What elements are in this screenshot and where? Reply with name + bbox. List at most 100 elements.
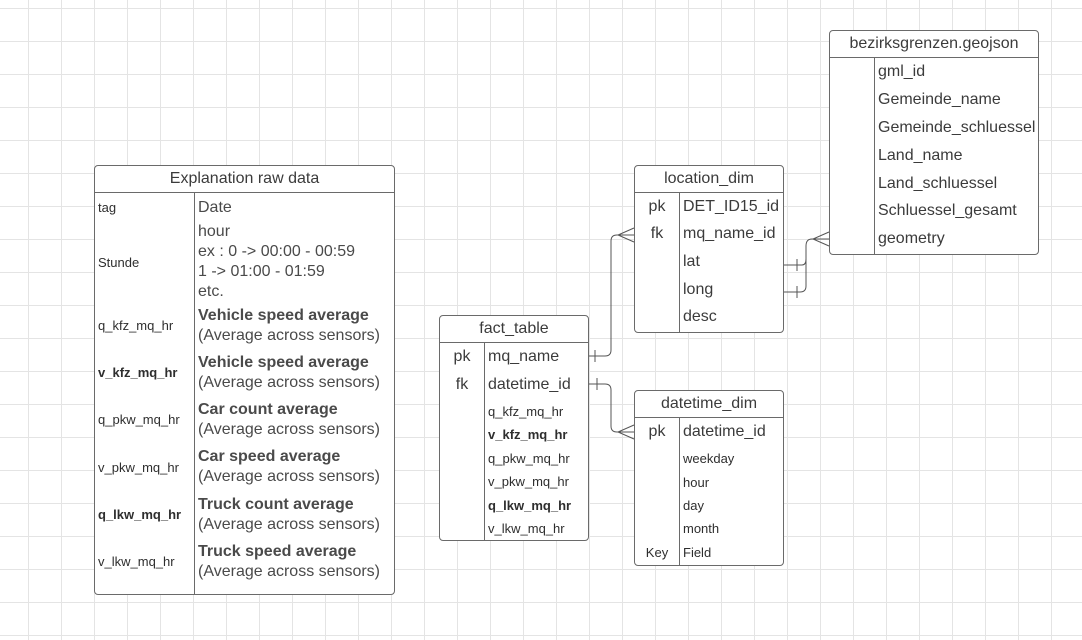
- table-row[interactable]: q_lkw_mq_hr: [440, 493, 588, 517]
- key-cell: [830, 114, 874, 142]
- key-cell: [635, 276, 679, 304]
- description-line: Car speed average: [198, 448, 341, 465]
- key-cell: pk: [453, 348, 471, 365]
- table-row[interactable]: v_pkw_mq_hr: [440, 470, 588, 493]
- key-cell: [635, 517, 679, 540]
- field-cell: DET_ID15_id: [683, 197, 780, 215]
- key-cell: [440, 470, 484, 493]
- table-row[interactable]: month: [635, 517, 783, 540]
- key-cell: [440, 423, 484, 446]
- table-row[interactable]: gml_id: [830, 58, 1038, 86]
- table-row[interactable]: pk mq_name: [440, 343, 588, 371]
- field-cell: long: [683, 280, 714, 298]
- field-cell: Gemeinde_name: [878, 90, 1001, 108]
- explanation-key: Stunde: [98, 254, 140, 270]
- key-cell: [635, 446, 679, 470]
- field-cell: q_kfz_mq_hr: [488, 403, 564, 419]
- field-cell: lat: [683, 252, 700, 270]
- table-row[interactable]: v_kfz_mq_hr: [440, 423, 588, 446]
- table-row[interactable]: weekday: [635, 446, 783, 470]
- field-cell: month: [683, 521, 720, 536]
- explanation-description: Vehicle speed average(Average across sen…: [194, 302, 394, 349]
- description-line: (Average across sensors): [198, 326, 380, 344]
- fact-key-column: [440, 343, 485, 540]
- description-line: Date: [198, 198, 232, 216]
- table-row[interactable]: Land_name: [830, 142, 1038, 170]
- bezirksgrenzen-title: bezirksgrenzen.geojson: [830, 31, 1038, 58]
- table-row[interactable]: q_kfz_mq_hr: [440, 399, 588, 423]
- field-cell: weekday: [683, 450, 735, 466]
- table-row[interactable]: lat: [635, 248, 783, 276]
- explanation-description: Truck count average(Average across senso…: [194, 491, 394, 538]
- explanation-row[interactable]: q_lkw_mq_hr Truck count average(Average a…: [95, 491, 394, 538]
- table-row[interactable]: desc: [635, 303, 783, 331]
- description-line: Car count average: [198, 400, 338, 418]
- explanation-table-title: Explanation raw data: [95, 166, 394, 193]
- description-line: etc.: [198, 283, 224, 300]
- field-cell: hour: [683, 474, 710, 490]
- location-key-column: [635, 193, 680, 332]
- bezirksgrenzen-key-column: [830, 58, 875, 254]
- table-row[interactable]: v_lkw_mq_hr: [440, 517, 588, 540]
- field-cell: Gemeinde_schluessel: [878, 118, 1036, 136]
- link-mq-name: [589, 234, 634, 357]
- explanation-description: Truck speed average(Average across senso…: [194, 538, 394, 585]
- key-cell: [830, 170, 874, 198]
- description-line: Truck speed average: [198, 542, 357, 560]
- table-row[interactable]: geometry: [830, 225, 1038, 253]
- key-cell: [635, 248, 679, 276]
- table-row[interactable]: Schluessel_gesamt: [830, 198, 1038, 226]
- link-lat: [784, 238, 829, 266]
- table-row[interactable]: long: [635, 276, 783, 304]
- table-row[interactable]: Gemeinde_name: [830, 86, 1038, 114]
- table-row[interactable]: Gemeinde_schluessel: [830, 114, 1038, 142]
- description-line: Truck count average: [198, 495, 354, 513]
- explanation-key-column: [95, 193, 195, 594]
- key-cell: [635, 470, 679, 494]
- field-cell: v_kfz_mq_hr: [488, 427, 568, 442]
- explanation-row[interactable]: v_kfz_mq_hr Vehicle speed average(Average…: [95, 349, 394, 396]
- field-cell: mq_name: [488, 348, 560, 365]
- key-cell: fk: [650, 225, 664, 243]
- table-row[interactable]: hour: [635, 470, 783, 494]
- key-cell: [830, 198, 874, 226]
- explanation-key: q_lkw_mq_hr: [98, 507, 182, 522]
- field-cell: q_lkw_mq_hr: [488, 497, 572, 513]
- explanation-key: q_pkw_mq_hr: [98, 412, 180, 427]
- field-cell: datetime_id: [683, 423, 766, 440]
- explanation-description: Vehicle speed average(Average across sen…: [194, 349, 394, 396]
- explanation-row[interactable]: v_lkw_mq_hr Truck speed average(Average a…: [95, 538, 394, 585]
- description-line: 1 -> 01:00 - 01:59: [198, 263, 325, 280]
- table-row[interactable]: Land_schluessel: [830, 170, 1038, 198]
- field-cell: desc: [683, 308, 717, 326]
- table-row[interactable]: q_pkw_mq_hr: [440, 446, 588, 470]
- field-cell: v_lkw_mq_hr: [488, 521, 565, 536]
- table-row[interactable]: day: [635, 494, 783, 517]
- explanation-key: v_lkw_mq_hr: [98, 554, 175, 569]
- explanation-key: v_kfz_mq_hr: [98, 365, 178, 380]
- field-cell: Land_schluessel: [878, 174, 998, 192]
- datetime-key-column: [635, 418, 680, 565]
